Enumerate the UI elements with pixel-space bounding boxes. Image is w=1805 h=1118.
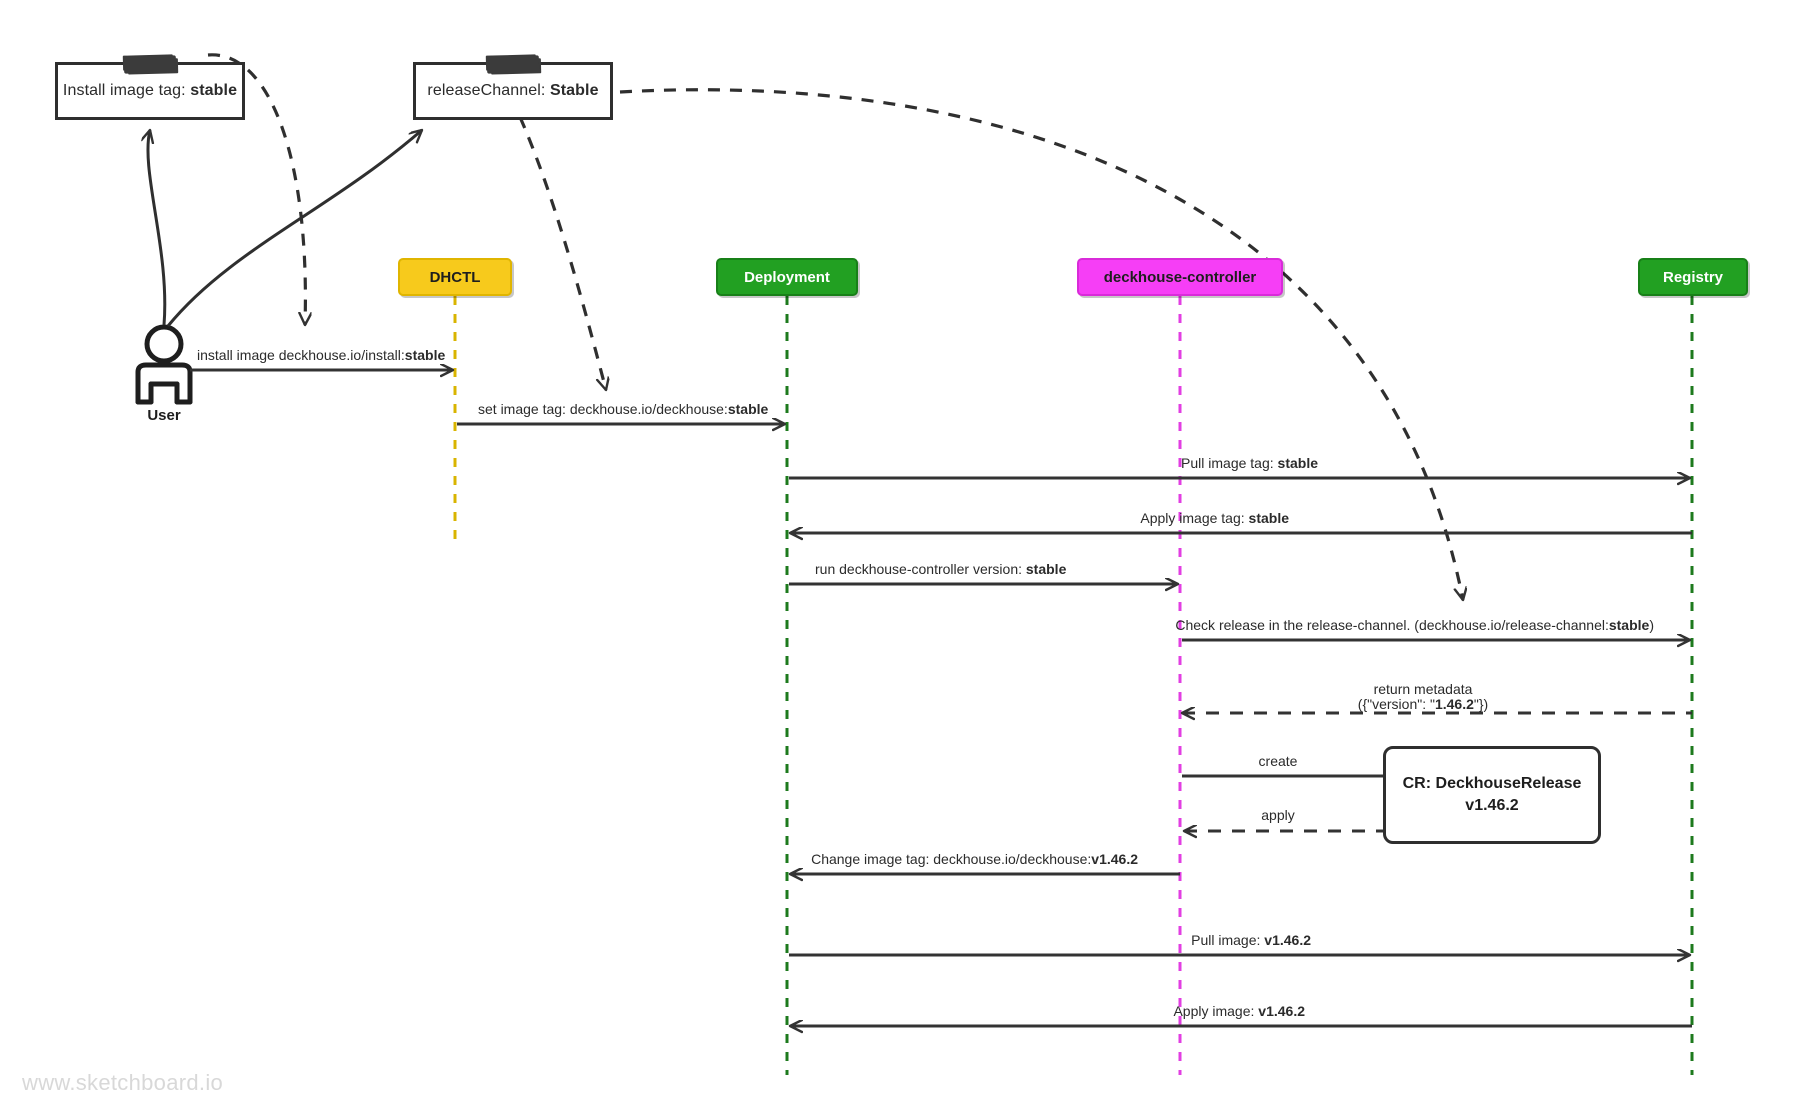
participant-registry[interactable]: Registry xyxy=(1638,258,1748,296)
connector-release-channel-note-to-check-release xyxy=(619,88,1463,600)
cr-deckhouse-release-line1: CR: DeckhouseRelease xyxy=(1402,775,1582,792)
connector-user-to-release-channel-note xyxy=(166,130,422,327)
participant-deployment-label: Deployment xyxy=(744,268,830,286)
message-install-image: install image deckhouse.io/install:stabl… xyxy=(197,347,446,363)
participant-deployment[interactable]: Deployment xyxy=(716,258,858,296)
message-set-image-tag: set image tag: deckhouse.io/deckhouse:st… xyxy=(478,401,769,417)
note-clip-icon xyxy=(123,55,177,74)
cr-deckhouse-release-box: CR: DeckhouseRelease v1.46.2 xyxy=(1383,746,1601,844)
note-install-image-tag-text: Install image tag: stable xyxy=(62,82,238,99)
message-pull-image: Pull image: v1.46.2 xyxy=(1191,932,1311,948)
connector-install-note-to-install-message xyxy=(207,53,305,325)
user-actor-icon xyxy=(135,324,193,405)
message-apply-image-tag: Apply image tag: stable xyxy=(1140,510,1289,526)
sketchboard-watermark: www.sketchboard.io xyxy=(22,1070,224,1095)
participant-deckhouse-controller[interactable]: deckhouse-controller xyxy=(1077,258,1283,296)
message-return-metadata-line1: return metadata xyxy=(1373,681,1473,697)
message-apply-image: Apply image: v1.46.2 xyxy=(1173,1003,1305,1019)
note-clip-icon xyxy=(486,55,540,74)
note-install-image-tag: Install image tag: stable xyxy=(55,55,245,120)
message-run-controller: run deckhouse-controller version: stable xyxy=(815,561,1067,577)
message-pull-image-tag: Pull image tag: stable xyxy=(1181,455,1318,471)
participant-dhctl-label: DHCTL xyxy=(429,268,481,286)
message-return-metadata: return metadata ({"version": "1.46.2"}) xyxy=(1358,682,1488,712)
participant-dhctl[interactable]: DHCTL xyxy=(398,258,512,296)
message-return-metadata-line2: ({"version": "1.46.2"}) xyxy=(1357,696,1489,712)
cr-deckhouse-release-line2: v1.46.2 xyxy=(1465,797,1519,814)
message-create: create xyxy=(1258,753,1298,769)
participant-registry-label: Registry xyxy=(1662,268,1724,286)
connector-release-channel-note-to-set-image xyxy=(518,116,606,390)
message-check-release: Check release in the release-channel. (d… xyxy=(1175,617,1654,633)
participant-deckhouse-controller-label: deckhouse-controller xyxy=(1103,268,1257,286)
connector-user-to-install-note xyxy=(148,130,167,326)
actor-user-label: User xyxy=(147,407,181,424)
note-release-channel: releaseChannel: Stable xyxy=(413,55,613,120)
message-change-image-tag: Change image tag: deckhouse.io/deckhouse… xyxy=(811,851,1138,867)
message-apply: apply xyxy=(1261,807,1295,823)
note-release-channel-text: releaseChannel: Stable xyxy=(427,82,599,99)
